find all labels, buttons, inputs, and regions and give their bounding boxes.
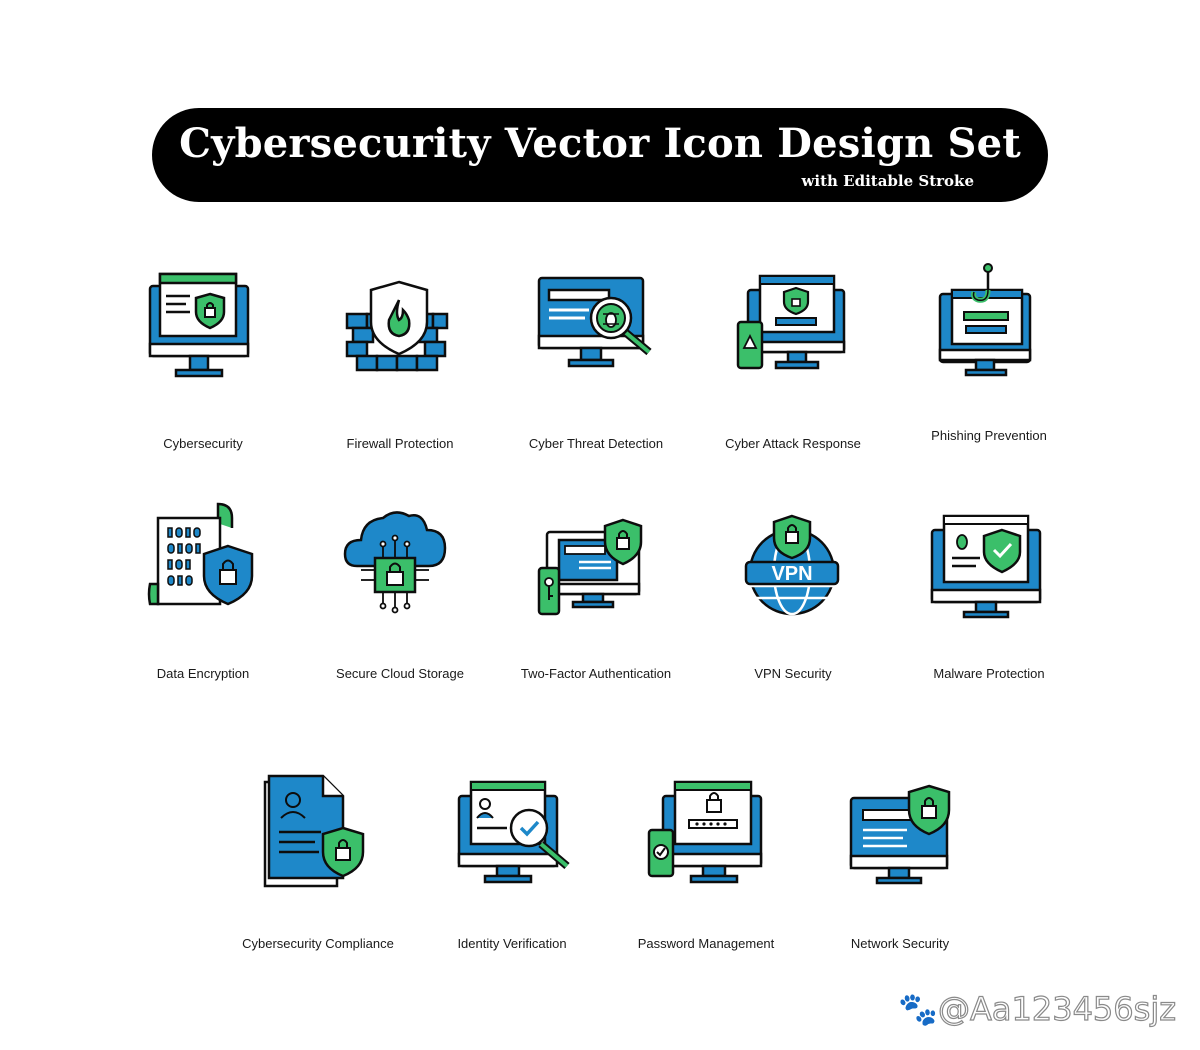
icon-card-network: Network Security xyxy=(800,770,1000,960)
icon-card-phishing: Phishing Prevention xyxy=(889,262,1089,452)
icon-label: Cybersecurity Compliance xyxy=(242,936,394,951)
icon-card-malware: Malware Protection xyxy=(889,500,1089,690)
icon-label: VPN Security xyxy=(754,666,832,681)
icon-card-vpn: VPN VPN Security xyxy=(693,500,893,690)
monitor-bug-shield-icon xyxy=(930,514,1042,619)
monitor-phone-key-shield-icon xyxy=(537,518,643,616)
icon-label: Network Security xyxy=(850,936,950,951)
icon-card-data-encryption: Data Encryption xyxy=(103,500,303,690)
icon-label: Password Management xyxy=(637,936,775,951)
icon-card-firewall: Firewall Protection xyxy=(300,270,500,460)
icon-card-compliance: Cybersecurity Compliance xyxy=(218,770,418,960)
icon-label: Cyber Attack Response xyxy=(725,436,861,451)
monitor-network-shield-icon xyxy=(849,784,951,885)
monitor-hook-icon xyxy=(938,263,1032,377)
icon-label: Malware Protection xyxy=(933,666,1045,681)
title-banner: Cybersecurity Vector Icon Design Set wit… xyxy=(152,108,1048,202)
icon-card-identity: Identity Verification xyxy=(412,770,612,960)
monitor-phone-warning-icon xyxy=(736,274,846,370)
icon-label: Identity Verification xyxy=(457,936,567,951)
banner-title: Cybersecurity Vector Icon Design Set xyxy=(179,120,1021,167)
svg-text:VPN: VPN xyxy=(771,563,812,585)
monitor-user-magnifier-icon xyxy=(457,780,570,884)
icon-card-threat-detection: Cyber Threat Detection xyxy=(496,270,696,460)
icon-label: Phishing Prevention xyxy=(931,428,1047,443)
monitor-phone-password-icon xyxy=(647,780,763,884)
monitor-shield-icon xyxy=(148,272,250,378)
icon-label: Data Encryption xyxy=(156,666,250,681)
banner-subtitle: with Editable Stroke xyxy=(801,172,975,190)
icon-card-attack-response: Cyber Attack Response xyxy=(693,270,893,460)
vpn-globe-shield-icon: VPN xyxy=(744,514,840,616)
cloud-chip-lock-icon xyxy=(343,511,447,614)
icon-card-two-factor: Two-Factor Authentication xyxy=(496,500,696,690)
icon-label: Cybersecurity xyxy=(163,436,243,451)
monitor-magnifier-bug-icon xyxy=(537,276,652,368)
firewall-shield-icon xyxy=(345,280,449,372)
binary-document-shield-icon xyxy=(147,502,254,606)
icon-card-password: Password Management xyxy=(606,770,806,960)
icon-label: Cyber Threat Detection xyxy=(528,436,664,451)
icon-card-cybersecurity: Cybersecurity xyxy=(103,270,303,460)
icon-label: Two-Factor Authentication xyxy=(520,666,672,681)
icon-label: Firewall Protection xyxy=(346,436,454,451)
document-user-shield-icon xyxy=(263,774,365,888)
icon-label: Secure Cloud Storage xyxy=(336,666,464,681)
icon-card-cloud-storage: Secure Cloud Storage xyxy=(300,500,500,690)
watermark: 🐾@Aa123456sjz xyxy=(898,989,1177,1028)
